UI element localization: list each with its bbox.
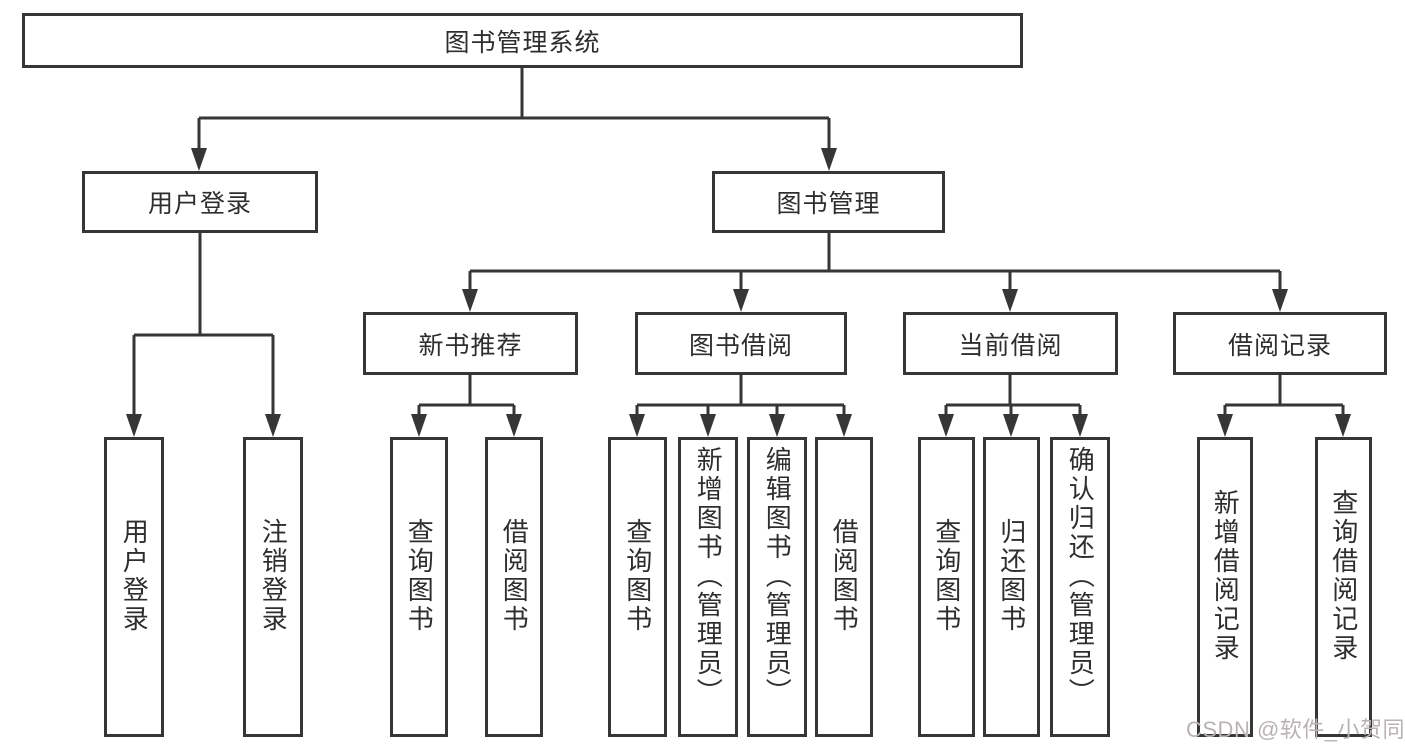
node-book-borrow: 图书借阅 [635, 312, 847, 375]
node-logout-label: 注销登录 [258, 518, 289, 634]
node-query-books-recommend-label: 查询图书 [404, 518, 435, 634]
node-library-system-label: 图书管理系统 [444, 28, 601, 57]
node-book-management-label: 图书管理 [776, 190, 881, 218]
node-add-borrow-record: 新增借阅记录 [1197, 437, 1253, 737]
node-query-books-current: 查询图书 [918, 437, 975, 737]
node-current-borrow-label: 当前借阅 [958, 331, 1063, 360]
watermark: CSDN @软件_小贺同学 [1186, 717, 1405, 742]
node-logout: 注销登录 [243, 437, 303, 737]
node-add-book-admin: 新增图书（管理员） [678, 437, 738, 737]
node-user-login-leaf-label: 用户登录 [119, 518, 150, 634]
node-new-book-recommend-label: 新书推荐 [418, 331, 523, 360]
node-confirm-return-admin: 确认归还（管理员） [1050, 437, 1110, 737]
node-edit-book-admin: 编辑图书（管理员） [747, 437, 807, 737]
node-library-system: 图书管理系统 [22, 13, 1023, 68]
node-borrow-records: 借阅记录 [1173, 312, 1387, 375]
node-borrow-books-leaf: 借阅图书 [815, 437, 873, 737]
node-new-book-recommend: 新书推荐 [363, 312, 578, 375]
node-user-login: 用户登录 [82, 171, 318, 233]
node-query-books-borrow-label: 查询图书 [622, 518, 653, 634]
node-confirm-return-admin-label: 确认归还（管理员） [1065, 445, 1096, 707]
node-query-borrow-record: 查询借阅记录 [1315, 437, 1372, 737]
node-user-login-leaf: 用户登录 [104, 437, 164, 737]
node-return-books-label: 归还图书 [996, 518, 1027, 634]
node-query-borrow-record-label: 查询借阅记录 [1328, 489, 1359, 663]
node-borrow-books-leaf-label: 借阅图书 [829, 518, 860, 634]
node-edit-book-admin-label: 编辑图书（管理员） [762, 445, 793, 707]
node-borrow-records-label: 借阅记录 [1227, 331, 1332, 360]
node-user-login-label: 用户登录 [147, 190, 252, 218]
node-borrow-books-recommend-label: 借阅图书 [499, 518, 530, 634]
node-borrow-books-recommend: 借阅图书 [485, 437, 543, 737]
node-add-book-admin-label: 新增图书（管理员） [693, 445, 724, 707]
node-return-books: 归还图书 [983, 437, 1040, 737]
node-book-borrow-label: 图书借阅 [688, 331, 793, 360]
node-query-books-current-label: 查询图书 [931, 518, 962, 634]
node-query-books-borrow: 查询图书 [608, 437, 667, 737]
node-current-borrow: 当前借阅 [903, 312, 1118, 375]
node-book-management: 图书管理 [712, 171, 945, 233]
node-query-books-recommend: 查询图书 [390, 437, 448, 737]
node-add-borrow-record-label: 新增借阅记录 [1210, 489, 1241, 663]
